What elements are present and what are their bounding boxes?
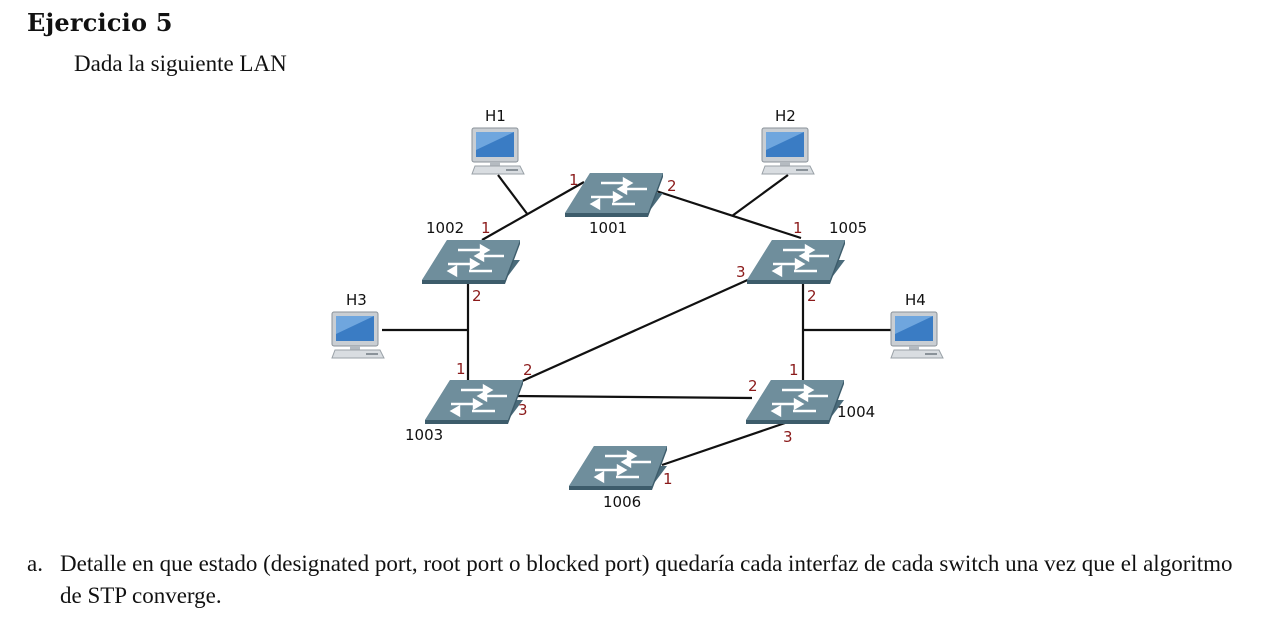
- port-1004-1: 1: [789, 361, 799, 379]
- question-marker: a.: [27, 551, 43, 576]
- port-1005-3: 3: [736, 263, 746, 281]
- port-1003-1: 1: [456, 360, 466, 378]
- link-1003-1005: [519, 276, 753, 384]
- switch-1002-icon: [420, 238, 522, 286]
- host-h4-icon: [890, 311, 944, 359]
- switch-1005-label: 1005: [829, 219, 867, 237]
- switch-1004-label: 1004: [837, 403, 875, 421]
- link-1001-1005: [652, 188, 802, 240]
- link-h2: [731, 174, 789, 217]
- host-h2-label: H2: [775, 107, 796, 125]
- host-h2-icon: [761, 127, 815, 175]
- switch-1001-icon: [563, 171, 665, 219]
- host-h3-icon: [331, 311, 385, 359]
- port-1003-3: 3: [518, 401, 528, 419]
- port-1004-2: 2: [748, 377, 758, 395]
- switch-1006-icon: [567, 444, 669, 492]
- switch-1002-label: 1002: [426, 219, 464, 237]
- port-1001-1: 1: [569, 171, 579, 189]
- link-1003-1004: [513, 394, 753, 400]
- question-text: Detalle en que estado (designated port, …: [60, 551, 1233, 608]
- port-1005-2: 2: [807, 287, 817, 305]
- switch-1003-icon: [423, 378, 525, 426]
- switch-1006-label: 1006: [603, 493, 641, 511]
- exercise-title: Ejercicio 5: [27, 8, 173, 37]
- link-h1: [497, 174, 529, 216]
- host-h4-label: H4: [905, 291, 926, 309]
- port-1004-3: 3: [783, 428, 793, 446]
- port-1003-2: 2: [523, 361, 533, 379]
- port-1002-1: 1: [481, 219, 491, 237]
- switch-1005-icon: [745, 238, 847, 286]
- port-1001-2: 2: [667, 177, 677, 195]
- port-1006-1: 1: [663, 470, 673, 488]
- question-a: a. Detalle en que estado (designated por…: [27, 548, 1257, 612]
- switch-1004-icon: [744, 378, 846, 426]
- link-1002-1001: [481, 181, 585, 241]
- link-1006-1004: [661, 420, 789, 467]
- host-h1-icon: [471, 127, 525, 175]
- switch-1001-label: 1001: [589, 219, 627, 237]
- host-h3-label: H3: [346, 291, 367, 309]
- port-1002-2: 2: [472, 287, 482, 305]
- exercise-intro: Dada la siguiente LAN: [74, 51, 287, 76]
- switch-1003-label: 1003: [405, 426, 443, 444]
- host-h1-label: H1: [485, 107, 506, 125]
- port-1005-1: 1: [793, 219, 803, 237]
